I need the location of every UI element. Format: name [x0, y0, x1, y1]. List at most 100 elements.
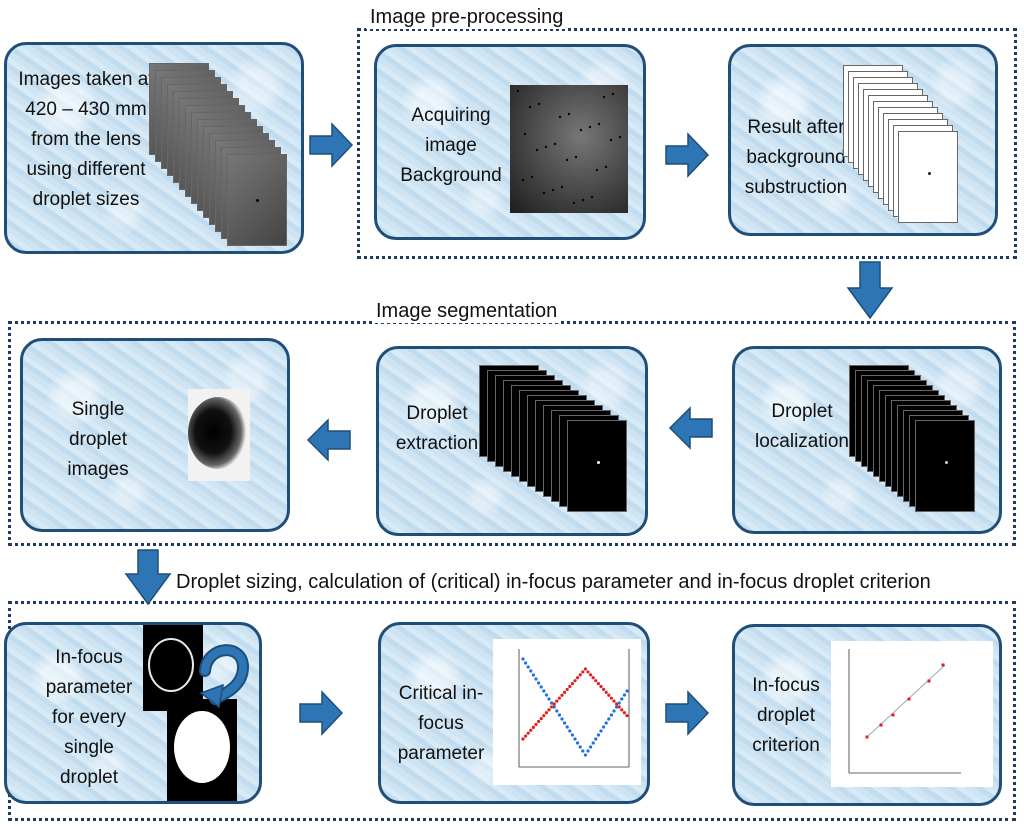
- plot-point: [609, 713, 613, 717]
- plot-point: [589, 745, 593, 749]
- plot-point: [599, 684, 603, 689]
- critical-parameter-plot: [493, 639, 641, 785]
- arrow-left-1: [668, 406, 713, 450]
- plot-point: [529, 728, 533, 732]
- plot-point: [879, 723, 883, 727]
- noise-dot: [560, 185, 564, 189]
- plot-point: [544, 711, 548, 715]
- sizing-title: Droplet sizing, calculation of (critical…: [172, 571, 935, 594]
- plot-point: [560, 717, 564, 721]
- infocus-parameter-label: In-focus parameter for every single drop…: [45, 647, 133, 788]
- noise-dot: [618, 135, 622, 139]
- plot-point: [612, 709, 616, 713]
- single-droplet-label: Single droplet images: [67, 399, 129, 480]
- plot-point: [544, 693, 548, 697]
- box-acquiring-background: Acquiring image Background: [374, 44, 646, 240]
- plot-point: [607, 717, 611, 721]
- noise-dot: [567, 112, 571, 116]
- black-image-stack-2: [849, 365, 999, 531]
- noise-dot: [574, 155, 578, 159]
- plot-point: [615, 705, 619, 709]
- plot-point: [542, 714, 546, 718]
- white-image-stack: [843, 65, 983, 233]
- localization-label: Droplet localization: [755, 401, 849, 452]
- criterion-label: In-focus droplet criterion: [752, 675, 820, 756]
- plot-point: [573, 679, 577, 683]
- plot-point: [596, 733, 600, 737]
- plot-point: [596, 681, 600, 686]
- noise-dot: [609, 138, 613, 142]
- arrow-left-2: [306, 418, 351, 462]
- droplet-dot: [597, 461, 600, 465]
- plot-point: [550, 705, 554, 709]
- noise-dot: [565, 158, 569, 162]
- plot-point: [583, 667, 587, 671]
- plot-point: [555, 709, 559, 713]
- box-droplet-localization: Droplet localization: [732, 346, 1002, 534]
- plot-point: [563, 721, 567, 725]
- preprocessing-frame: [357, 28, 1017, 259]
- binary-droplet-image: [167, 699, 237, 801]
- droplet-dot: [945, 461, 948, 465]
- plot-point: [594, 737, 598, 741]
- plot-point: [539, 716, 543, 721]
- plot-point: [576, 676, 580, 680]
- noise-dot: [611, 92, 615, 96]
- arrow-down-1: [846, 261, 894, 320]
- box-infocus-criterion: In-focus droplet criterion: [732, 624, 1002, 806]
- criterion-plot: [831, 641, 993, 787]
- plot-point: [557, 696, 561, 700]
- plot-point: [586, 670, 590, 674]
- plot-point: [573, 737, 577, 741]
- noise-dot: [604, 165, 608, 169]
- noise-dot: [528, 105, 532, 109]
- plot-point: [570, 733, 574, 737]
- plot-point: [524, 661, 528, 665]
- arrow-down-2: [124, 549, 172, 606]
- box-result-subtraction: Result after background substruction: [728, 44, 998, 236]
- plot-point: [625, 689, 629, 693]
- droplet-image: [188, 389, 250, 481]
- arrow-right-1: [309, 122, 354, 168]
- arrow-right-3: [299, 690, 344, 736]
- arrow-right-2: [665, 132, 710, 178]
- noise-dot: [544, 145, 548, 149]
- plot-point: [617, 701, 621, 705]
- plot-point: [599, 729, 603, 733]
- box-single-droplet: Single droplet images: [20, 338, 290, 532]
- plot-point: [521, 657, 525, 661]
- box-infocus-parameter: In-focus parameter for every single drop…: [4, 622, 262, 804]
- plot-point: [529, 669, 533, 673]
- plot-point: [568, 684, 572, 689]
- noise-dot: [558, 115, 562, 119]
- plot-point: [547, 697, 551, 701]
- stack-sheet: [898, 131, 958, 223]
- noise-dot: [581, 198, 585, 202]
- plot-point: [604, 690, 608, 694]
- droplet-dot: [928, 172, 931, 176]
- plot-point: [578, 673, 582, 677]
- black-image-stack-1: [479, 365, 645, 533]
- plot-point: [552, 705, 556, 709]
- plot-point: [526, 665, 530, 669]
- noise-dot: [597, 122, 601, 126]
- noise-dot: [523, 132, 527, 136]
- result-label: Result after background substruction: [744, 117, 848, 198]
- plot-point: [594, 679, 598, 683]
- plot-point: [604, 721, 608, 725]
- plot-point: [557, 713, 561, 717]
- plot-point: [609, 696, 613, 700]
- plot-point: [531, 725, 535, 729]
- plot-point: [907, 697, 911, 701]
- plot-point: [524, 734, 528, 738]
- droplet-dot: [256, 199, 259, 203]
- box-critical-parameter: Critical in- focus parameter: [378, 622, 650, 804]
- plot-point: [620, 697, 624, 701]
- plot-point: [865, 735, 869, 739]
- background-image: [510, 85, 628, 213]
- preprocessing-title: Image pre-processing: [366, 6, 568, 29]
- stack-sheet: [567, 420, 627, 512]
- arrow-right-4: [665, 690, 710, 736]
- plot-point: [526, 731, 530, 735]
- extraction-label: Droplet extraction: [395, 403, 479, 454]
